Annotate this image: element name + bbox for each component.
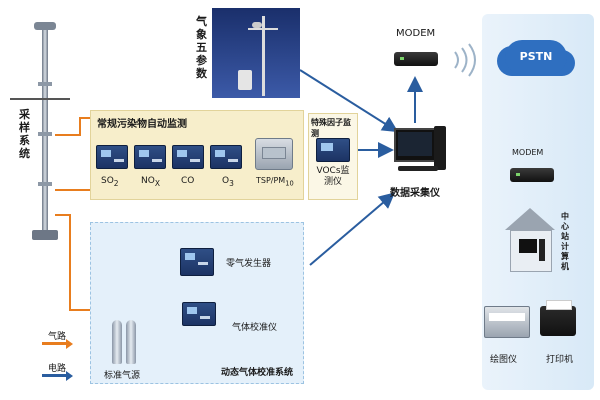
zero-gas-generator xyxy=(180,248,214,276)
plotter xyxy=(484,306,530,338)
gas-legend-label: 气路 xyxy=(48,332,67,342)
weather-station-label: 气象五参数 xyxy=(196,15,207,80)
voc-analyzer xyxy=(316,138,350,162)
line-calibration-to-collector xyxy=(309,192,396,266)
calibration-panel-title: 动态气体校准系统 xyxy=(221,368,294,378)
sampling-system-label: 采样系统 xyxy=(19,108,30,160)
electric-legend-line xyxy=(42,374,68,377)
gas-cylinder xyxy=(126,320,136,364)
collector-monitor xyxy=(394,128,436,162)
electric-legend-label: 电路 xyxy=(48,364,67,374)
gas-cylinder xyxy=(112,320,122,364)
wireless-wave xyxy=(454,51,459,69)
co-analyzer xyxy=(172,145,204,169)
collector-keyboard xyxy=(398,166,438,171)
electric-legend-arrow xyxy=(66,371,73,381)
nox-label: NOX xyxy=(141,176,160,188)
line-weather-to-collector xyxy=(299,69,399,133)
zero-gas-label: 零气发生器 xyxy=(226,259,272,269)
gas-legend-arrow xyxy=(66,339,73,349)
tsp-pm10-label: TSP/PM10 xyxy=(256,176,294,188)
tsp-pm10-analyzer xyxy=(255,138,293,170)
o3-label: O3 xyxy=(222,176,234,188)
gas-legend-line xyxy=(42,342,68,345)
ground-line xyxy=(10,98,70,100)
modem-right xyxy=(510,168,554,182)
calibrator-label: 气体校准仪 xyxy=(232,323,278,333)
gas-line-to-conventional xyxy=(55,117,95,136)
printer-label: 打印机 xyxy=(546,355,574,365)
gas-calibrator xyxy=(182,302,216,326)
house-roof xyxy=(505,208,555,230)
modem-right-label: MODEM xyxy=(512,148,544,157)
printer xyxy=(540,300,576,336)
center-computer-label: 中心站计算机 xyxy=(561,212,569,271)
nox-analyzer xyxy=(134,145,166,169)
modem-top-label: MODEM xyxy=(396,28,436,39)
plotter-label: 绘图仪 xyxy=(490,355,518,365)
o3-analyzer xyxy=(210,145,242,169)
sampling-pole xyxy=(32,22,58,240)
so2-analyzer xyxy=(96,145,128,169)
pstn-label: PSTN xyxy=(519,50,553,63)
house-body xyxy=(510,230,552,272)
wireless-wave xyxy=(468,43,476,77)
weather-station-image xyxy=(212,8,300,98)
so2-label: SO2 xyxy=(101,176,119,188)
wireless-wave xyxy=(461,47,468,73)
co-label: CO xyxy=(181,176,195,186)
voc-label: VOCs监测仪 xyxy=(316,166,350,187)
conventional-panel-title: 常规污染物自动监测 xyxy=(97,119,187,130)
collector-tower xyxy=(434,126,446,170)
modem-top xyxy=(394,52,438,66)
special-panel-title: 特殊因子监测 xyxy=(311,118,351,138)
pstn-cloud xyxy=(505,40,567,74)
data-collector-label: 数据采集仪 xyxy=(390,188,440,199)
standard-gas-label: 标准气源 xyxy=(104,371,141,381)
